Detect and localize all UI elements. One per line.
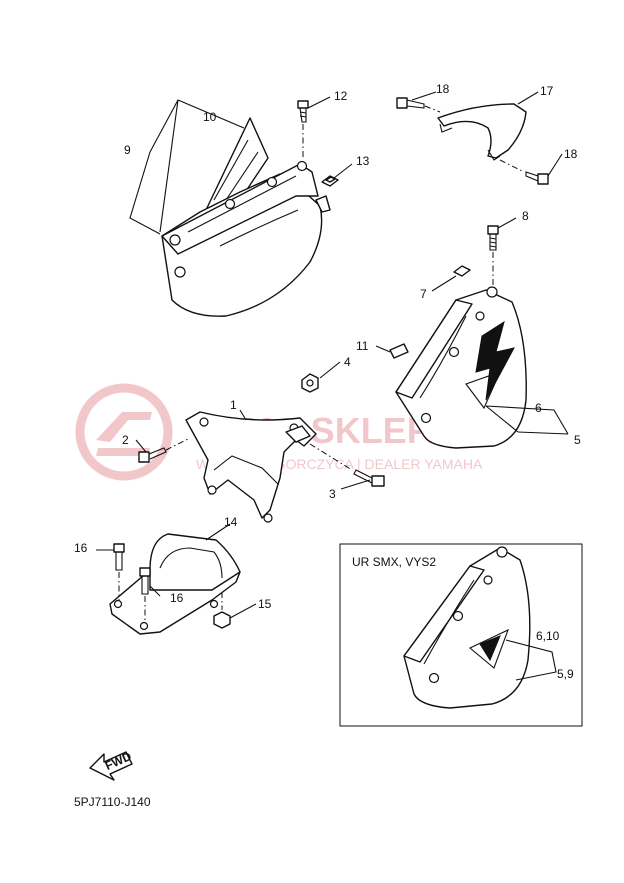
clip-13 xyxy=(321,175,339,187)
callout-5: 5 xyxy=(574,433,581,447)
callout-4: 4 xyxy=(344,355,351,369)
part-bracket-1 xyxy=(185,411,317,523)
nut-15 xyxy=(213,592,231,629)
bolt-2 xyxy=(138,437,191,463)
callout-16-left: 16 xyxy=(74,541,88,555)
callout-8: 8 xyxy=(522,209,529,223)
callout-7: 7 xyxy=(420,287,427,301)
leader-lines xyxy=(96,91,569,681)
callout-9: 9 xyxy=(124,143,131,157)
bolt-3 xyxy=(309,443,385,487)
callout-2: 2 xyxy=(122,433,129,447)
callout-14: 14 xyxy=(224,515,238,529)
bolt-16-right xyxy=(139,567,151,620)
bolt-12 xyxy=(297,100,309,160)
callout-12: 12 xyxy=(334,89,348,103)
diagram-code: 5PJ7110-J140 xyxy=(74,795,151,809)
part-bracket-17 xyxy=(437,103,527,161)
callout-16-right: 16 xyxy=(170,591,184,605)
callout-11: 11 xyxy=(356,339,369,353)
inset-box xyxy=(339,543,583,727)
callouts: 1 2 3 4 5 6 7 8 9 10 11 12 13 14 15 16 1… xyxy=(74,82,581,681)
watermark-logo xyxy=(75,383,173,481)
callout-1: 1 xyxy=(230,398,237,412)
callout-15: 15 xyxy=(258,597,272,611)
part-side-cover-left xyxy=(161,117,331,317)
callout-18-bottom: 18 xyxy=(564,147,578,161)
callout-3: 3 xyxy=(329,487,336,501)
callout-10: 10 xyxy=(203,110,217,124)
inset-title: UR SMX, VYS2 xyxy=(352,555,436,569)
callout-inset-6-10: 6,10 xyxy=(536,629,560,643)
bolt-18-top xyxy=(396,97,441,113)
bolt-8 xyxy=(487,225,499,286)
callout-17: 17 xyxy=(540,84,554,98)
nut-4 xyxy=(301,373,319,393)
bolt-16-left xyxy=(113,543,125,600)
clip-7 xyxy=(453,265,471,277)
decal-11 xyxy=(389,343,409,359)
callout-18-top: 18 xyxy=(436,82,450,96)
callout-13: 13 xyxy=(356,154,370,168)
callout-6: 6 xyxy=(535,401,542,415)
fwd-arrow-icon: FWD xyxy=(89,749,134,781)
callout-inset-5-9: 5,9 xyxy=(557,667,574,681)
part-side-cover-right xyxy=(395,286,527,449)
bolt-18-bottom xyxy=(499,159,549,185)
